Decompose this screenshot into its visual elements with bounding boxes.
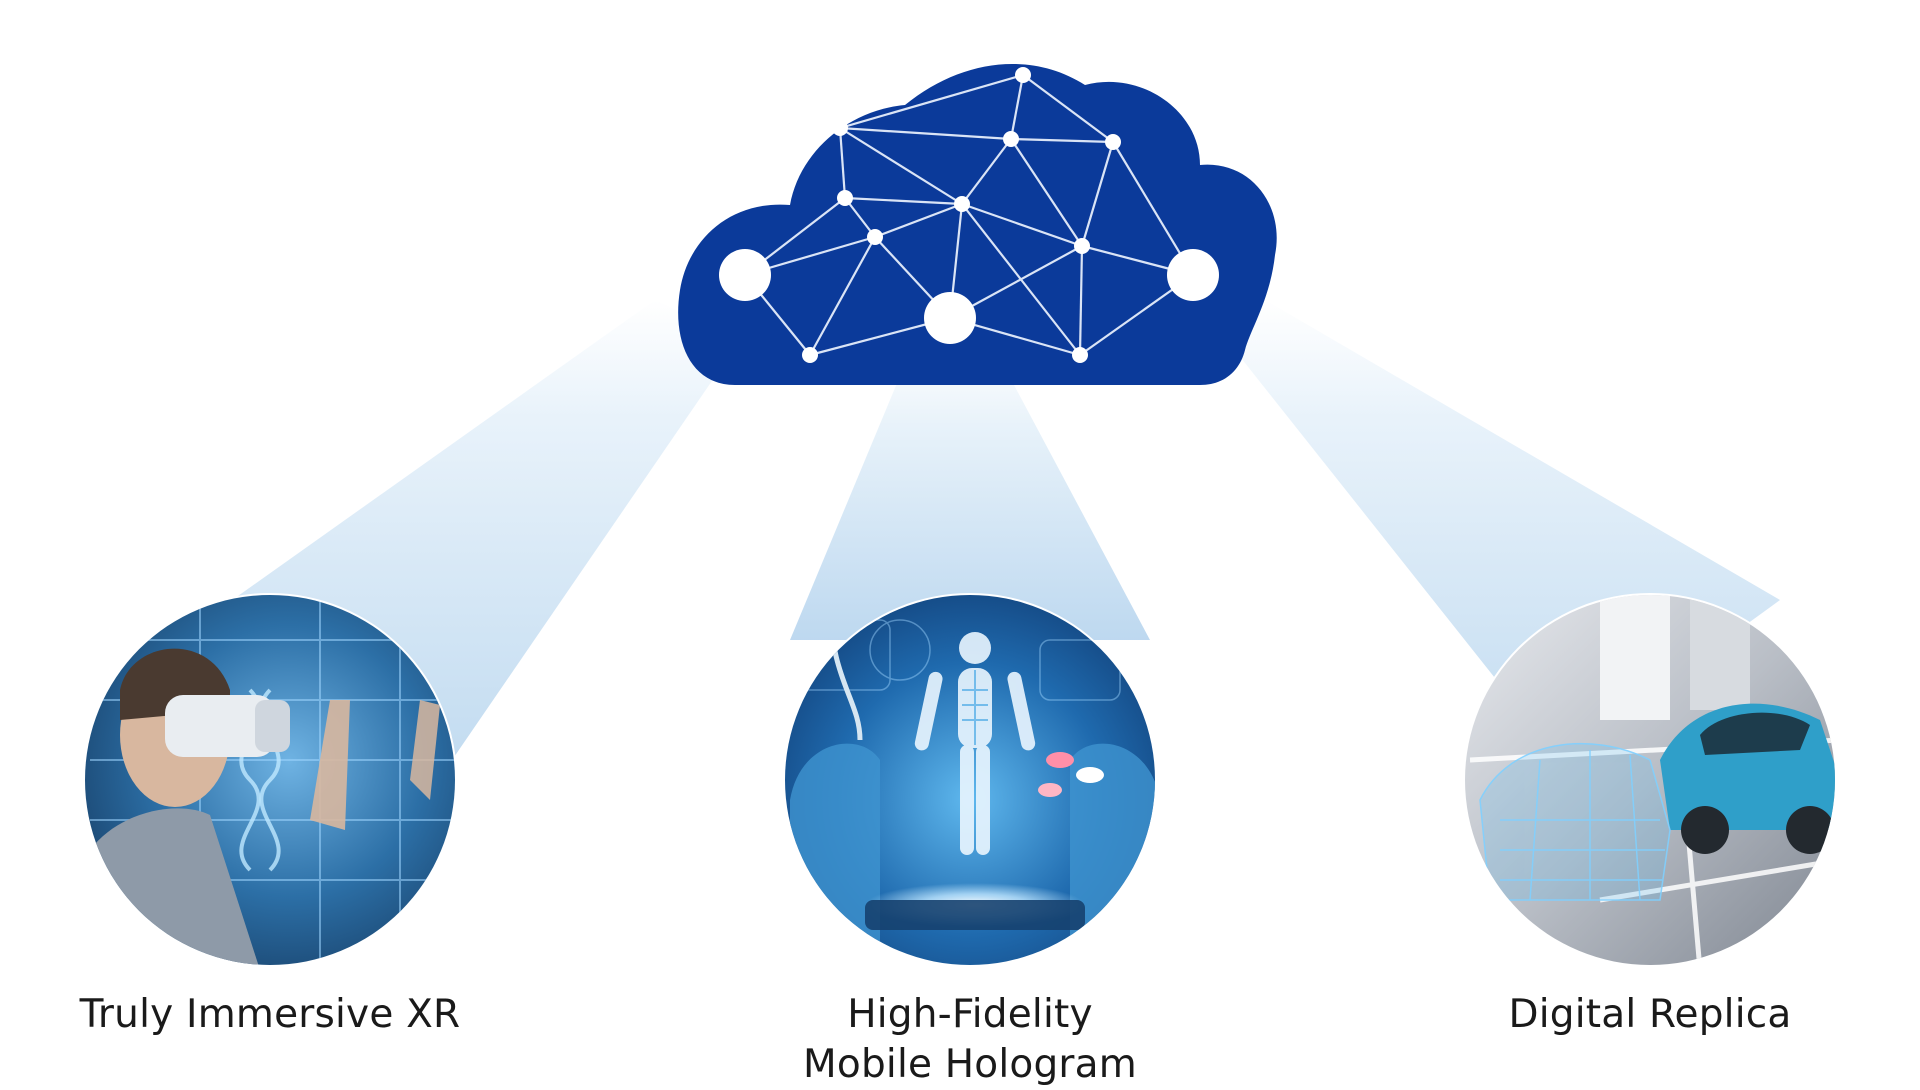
label-digital-replica: Digital Replica [1440, 990, 1860, 1040]
medical-hologram-image [783, 593, 1157, 967]
label-high-fidelity-mobile-hologram: High-Fidelity Mobile Hologram [760, 990, 1180, 1090]
label-line: High-Fidelity [847, 992, 1093, 1037]
network-cloud-icon [678, 63, 1277, 386]
label-line: Mobile Hologram [803, 1042, 1137, 1087]
label-line: Truly Immersive XR [79, 992, 461, 1037]
label-truly-immersive-xr: Truly Immersive XR [60, 990, 480, 1040]
label-line: Digital Replica [1508, 992, 1792, 1037]
car-digital-twin-image [1463, 593, 1837, 967]
beam-middle [790, 340, 1150, 640]
